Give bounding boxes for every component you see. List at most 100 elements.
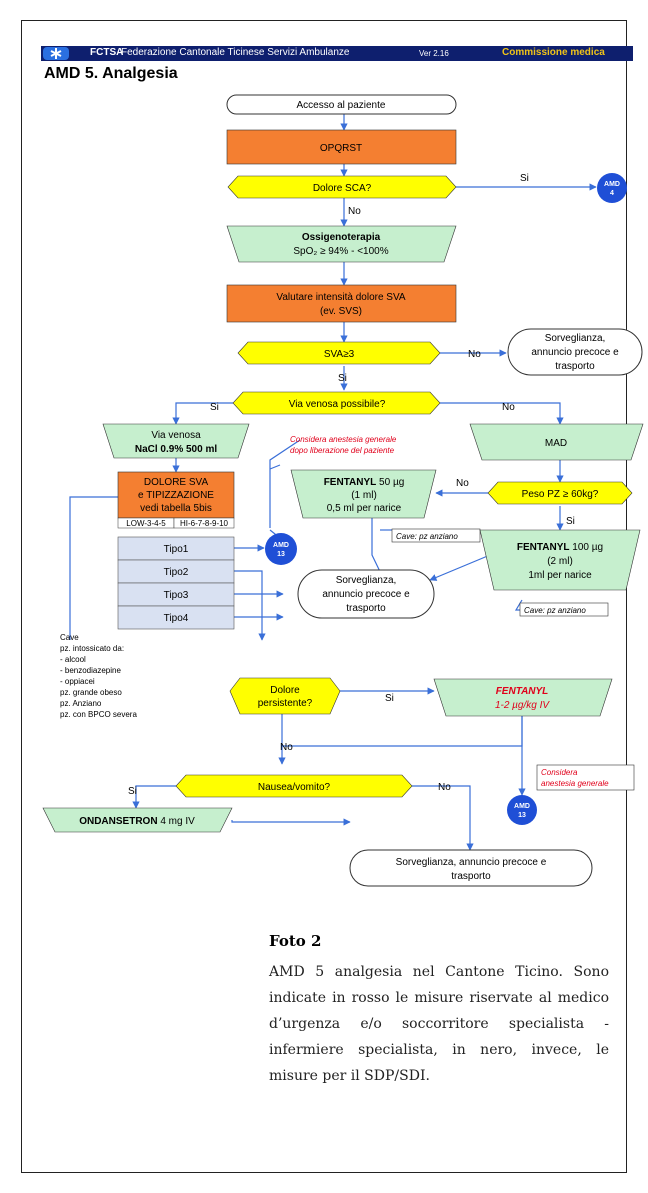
dolore-persistente-yes: Si [385,693,394,704]
nausea-decision [175,774,413,798]
tipo-label: Tipo1 [164,544,189,555]
amd13-2-label: AMD [514,803,530,810]
peso-yes: Si [566,516,575,527]
fentanyl-100-volume: (2 ml) [547,556,573,567]
considera-line1: Considera [541,768,578,777]
connectors [69,113,597,851]
amd13-1-number: 13 [277,551,285,558]
header-version: Ver 2.16 [419,49,449,58]
tipo-label: Tipo3 [164,590,189,601]
via-venosa-no: No [502,402,515,413]
ondansetron-dose: ONDANSETRON 4 mg IV [79,816,195,827]
opqrst-label: OPQRST [320,143,362,154]
dolore-persistente-no: No [280,742,293,753]
fentanyl-100-name: FENTANYL [517,542,570,553]
header-bar: FCTSA Federazione Cantonale Ticinese Ser… [41,46,633,61]
fentanyl-50-name: FENTANYL [324,477,377,488]
sorveglianza-3-line1: Sorveglianza, annuncio precoce e [396,857,547,868]
mad-box [469,423,644,461]
dolore-sva-line2: e TIPIZZAZIONE [138,490,214,501]
sva3-no: No [468,349,481,360]
considera-line2: anestesia generale [541,779,609,788]
fentanyl-iv-box [433,678,613,717]
dolore-sca-label: Dolore SCA? [313,183,372,194]
tipo-row [117,605,235,630]
fctsa-logo-icon [43,47,69,60]
fentanyl-50-nostril: 0,5 ml per narice [327,503,402,514]
page-title: AMD 5. Analgesia [44,65,178,82]
cave-item: - oppiacei [60,677,95,686]
page-frame [21,20,627,1173]
cave-item: pz. grande obeso [60,688,122,697]
header-commission: Commissione medica [502,47,605,58]
cave-item: Cave [60,633,79,642]
dolore-persistente-decision [229,677,341,715]
amd13-1-label: AMD [273,542,289,549]
valutare-box [226,284,457,323]
low-label: LOW-3-4-5 [126,519,166,528]
ondansetron-name: ONDANSETRON [79,816,157,827]
nausea-label: Nausea/vomito? [258,782,331,793]
dolore-persistente-line2: persistente? [258,698,313,709]
sorveglianza-1-line1: Sorveglianza, [545,333,606,344]
cave-item: pz. intossicato da: [60,644,124,653]
valutare-detail: (ev. SVS) [320,306,362,317]
nausea-yes: Si [128,786,137,797]
dolore-sca-decision [227,175,457,199]
ossigenoterapia-box [226,225,457,263]
cave-anziano-text-1: Cave: pz anziano [396,532,458,541]
sorveglianza-3-line2: trasporto [451,871,491,882]
cave-item: - alcool [60,655,86,664]
dolore-sva-line3: vedi tabella 5bis [140,503,212,514]
via-venosa-yes: Si [210,402,219,413]
fentanyl-100-nostril: 1ml per narice [528,570,592,581]
via-venosa-question: Via venosa possibile? [289,399,386,410]
fentanyl-100-box [479,529,641,591]
hi-label: HI-6-7-8-9-10 [180,519,229,528]
fentanyl-iv-dose: 1-2 µg/kg IV [495,700,550,711]
dolore-sva-box [117,471,235,519]
sva3-yes: Si [338,373,347,384]
start-node [226,94,457,115]
fentanyl-50-amount: 50 µg [376,477,404,488]
via-venosa-nacl: NaCl 0.9% 500 ml [135,444,217,455]
header-org-full: Federazione Cantonale Ticinese Servizi A… [121,47,350,58]
tipo-label: Tipo4 [164,613,189,624]
ondansetron-box [42,807,233,833]
anestesia-note-line2: dopo liberazione del paziente [290,446,395,455]
dolore-sca-no: No [348,206,361,217]
valutare-title: Valutare intensità dolore SVA [276,292,405,303]
nausea-no: No [438,782,451,793]
ondansetron-amount: 4 mg IV [158,816,196,827]
opqrst-box [226,129,457,165]
dolore-sva-line1: DOLORE SVA [144,477,209,488]
sorveglianza-2-line2: annuncio precoce e [322,589,410,600]
cave-item: pz. Anziano [60,699,102,708]
sorveglianza-node-3 [349,849,593,887]
sorveglianza-1-line3: trasporto [555,361,595,372]
peso-label: Peso PZ ≥ 60kg? [522,489,599,500]
caption-title: Foto 2 [269,932,322,950]
dolore-sca-yes: Si [520,173,529,184]
amd13-circle-1 [265,533,297,565]
ossigenoterapia-title: Ossigenoterapia [302,232,381,243]
sorveglianza-1-line2: annuncio precoce e [531,347,619,358]
considera-anestesia-note [536,764,635,791]
sorveglianza-2-line3: trasporto [346,603,386,614]
sorveglianza-2-line1: Sorveglianza, [336,575,397,586]
amd4-number: 4 [610,190,614,197]
via-venosa-decision [232,391,441,415]
fentanyl-50-dose: FENTANYL 50 µg [324,477,405,488]
sva3-label: SVA≥3 [324,349,355,360]
fentanyl-50-box [290,469,437,519]
amd4-circle [597,173,627,203]
via-venosa-title: Via venosa [151,430,201,441]
fentanyl-100-dose: FENTANYL 100 µg [517,542,603,553]
cave-item: - benzodiazepine [60,666,121,675]
hi-cell [173,517,235,529]
flowchart: Accesso al paziente OPQRST Dolore SCA? S… [42,94,644,887]
amd4-label: AMD [604,181,620,188]
peso-no: No [456,478,469,489]
dolore-persistente-line1: Dolore [270,685,300,696]
amd13-circle-2 [507,795,537,825]
